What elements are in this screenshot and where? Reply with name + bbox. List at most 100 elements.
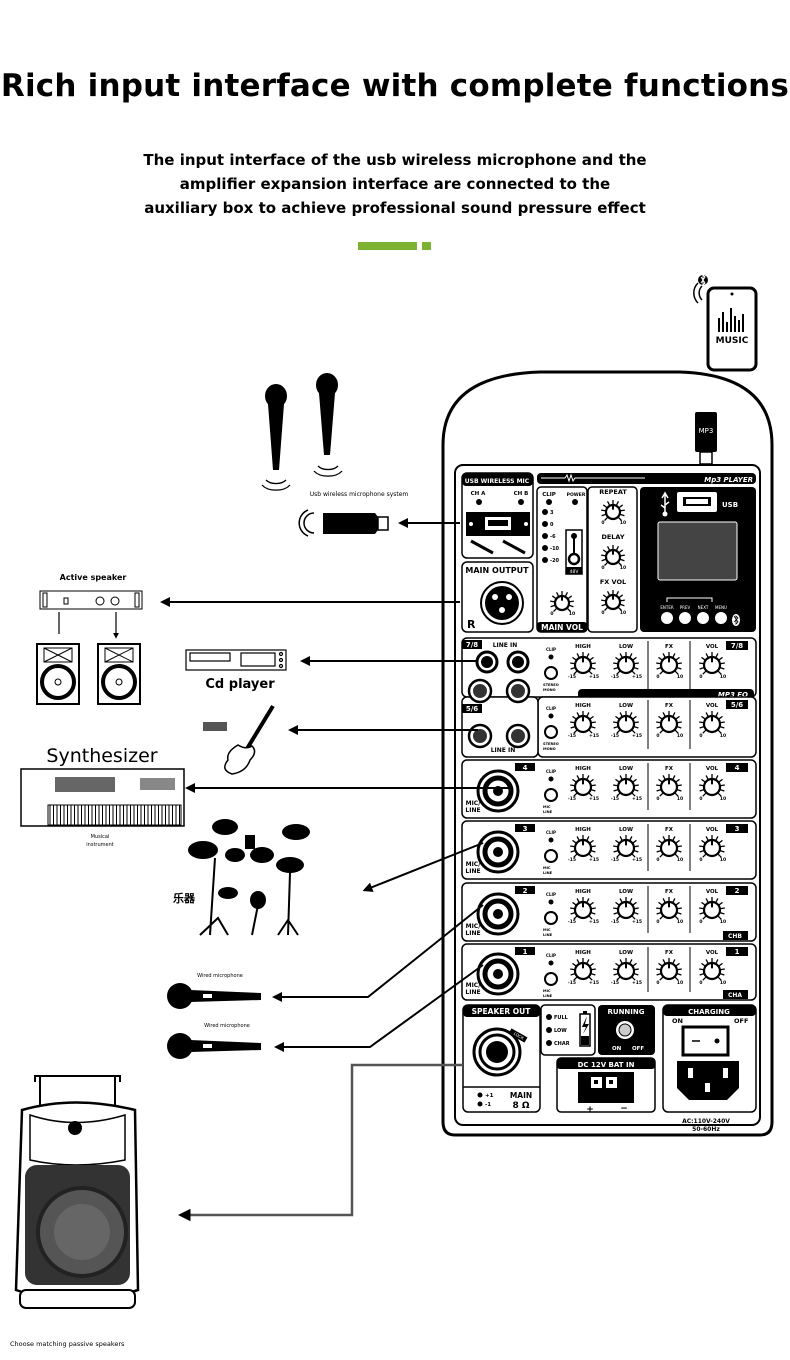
svg-text:0: 0 bbox=[601, 520, 604, 526]
low-eq-knob[interactable]: -15+15 bbox=[611, 958, 642, 986]
svg-text:AC:110V-240V: AC:110V-240V bbox=[682, 1118, 730, 1125]
svg-text:LINE: LINE bbox=[543, 933, 553, 937]
low-eq-knob[interactable]: -15+15 bbox=[611, 835, 642, 863]
svg-text:1: 1 bbox=[523, 948, 528, 956]
high-eq-knob[interactable]: -15+15 bbox=[568, 774, 599, 802]
svg-text:FULL: FULL bbox=[554, 1015, 569, 1021]
svg-text:HIGH: HIGH bbox=[575, 766, 591, 772]
input-mode-switch[interactable] bbox=[544, 911, 558, 925]
svg-text:USB: USB bbox=[722, 501, 738, 509]
battery-charging-icon bbox=[579, 1011, 591, 1047]
svg-text:CH A: CH A bbox=[471, 491, 487, 497]
svg-text:LOW: LOW bbox=[619, 950, 633, 956]
amplifier-icon bbox=[39, 590, 143, 610]
speaker-out-section: SPEAKER OUT LOCK +1 -1 MAIN 8 Ω bbox=[462, 1004, 541, 1113]
svg-text:7/8: 7/8 bbox=[731, 642, 743, 650]
svg-text:CH B: CH B bbox=[514, 491, 529, 497]
mp3-menu-button[interactable] bbox=[715, 612, 727, 624]
accent-bar-short bbox=[422, 242, 431, 250]
svg-text:10: 10 bbox=[677, 674, 683, 680]
power-rocker-switch[interactable] bbox=[681, 1025, 730, 1057]
cd-player-label: Cd player bbox=[205, 677, 275, 692]
wired-mic-label: Wired microphone bbox=[197, 973, 243, 979]
svg-text:FX: FX bbox=[665, 889, 674, 895]
svg-text:OFF: OFF bbox=[632, 1046, 644, 1052]
subtitle-line: auxiliary box to achieve professional so… bbox=[144, 199, 646, 217]
ac-power-socket[interactable] bbox=[677, 1061, 739, 1100]
svg-text:0: 0 bbox=[699, 674, 702, 680]
svg-text:-15: -15 bbox=[568, 674, 576, 680]
svg-text:VOL: VOL bbox=[706, 703, 719, 709]
svg-text:0: 0 bbox=[550, 522, 554, 528]
mp3-prev-button[interactable] bbox=[679, 612, 691, 624]
level-led bbox=[542, 521, 548, 527]
subtitle-line: amplifier expansion interface are connec… bbox=[179, 175, 611, 193]
low-eq-knob[interactable]: -15+15 bbox=[611, 774, 642, 802]
svg-text:10: 10 bbox=[720, 733, 726, 739]
svg-text:MONO: MONO bbox=[543, 747, 556, 751]
high-eq-knob[interactable]: -15+15 bbox=[568, 835, 599, 863]
svg-text:10: 10 bbox=[620, 610, 626, 616]
svg-text:FX VOL: FX VOL bbox=[600, 578, 626, 586]
high-eq-knob[interactable]: -15+15 bbox=[568, 652, 599, 680]
svg-text:Mp3 PLAYER: Mp3 PLAYER bbox=[704, 476, 753, 484]
input-mode-switch[interactable] bbox=[544, 666, 558, 680]
svg-text:0: 0 bbox=[656, 857, 659, 863]
channel-volume-knob[interactable]: 0 10 bbox=[699, 652, 726, 680]
low-eq-knob[interactable]: -15+15 bbox=[611, 711, 642, 739]
high-eq-knob[interactable]: -15+15 bbox=[568, 711, 599, 739]
svg-text:LOW: LOW bbox=[554, 1028, 567, 1034]
svg-text:VOL: VOL bbox=[706, 827, 719, 833]
svg-text:MIC/: MIC/ bbox=[466, 923, 482, 930]
channel-badge bbox=[726, 947, 748, 956]
svg-text:LOCK: LOCK bbox=[513, 1031, 525, 1041]
high-eq-knob[interactable]: -15+15 bbox=[568, 897, 599, 925]
input-mode-switch[interactable] bbox=[544, 972, 558, 986]
svg-text:10: 10 bbox=[720, 674, 726, 680]
high-eq-knob[interactable]: -15+15 bbox=[568, 958, 599, 986]
svg-text:0: 0 bbox=[699, 796, 702, 802]
svg-text:0: 0 bbox=[601, 565, 604, 571]
synthesizer-label: Synthesizer bbox=[46, 745, 157, 767]
svg-text:DC 12V BAT IN: DC 12V BAT IN bbox=[578, 1061, 635, 1069]
svg-text:FX: FX bbox=[665, 827, 674, 833]
input-mode-switch[interactable] bbox=[544, 788, 558, 802]
input-mode-switch[interactable] bbox=[544, 725, 558, 739]
svg-text:LINE: LINE bbox=[465, 930, 480, 937]
input-mode-switch[interactable] bbox=[544, 849, 558, 863]
svg-text:MAIN OUTPUT: MAIN OUTPUT bbox=[465, 566, 529, 575]
channel-badge bbox=[726, 763, 748, 772]
svg-text:MIC/: MIC/ bbox=[466, 800, 482, 807]
wifi-signal-icon bbox=[693, 282, 703, 304]
svg-text:-15: -15 bbox=[568, 796, 576, 802]
svg-text:ON: ON bbox=[612, 1046, 622, 1052]
svg-text:0: 0 bbox=[656, 733, 659, 739]
mp3-enter-button[interactable] bbox=[661, 612, 673, 624]
mp3-next-button[interactable] bbox=[697, 612, 709, 624]
usb-symbol-icon bbox=[660, 491, 670, 513]
low-eq-knob[interactable]: -15+15 bbox=[611, 652, 642, 680]
low-eq-knob[interactable]: -15+15 bbox=[611, 897, 642, 925]
bluetooth-icon bbox=[732, 614, 740, 626]
svg-text:-15: -15 bbox=[611, 674, 619, 680]
active-speaker-label: Active speaker bbox=[60, 573, 127, 582]
svg-text:NEXT: NEXT bbox=[698, 605, 709, 610]
